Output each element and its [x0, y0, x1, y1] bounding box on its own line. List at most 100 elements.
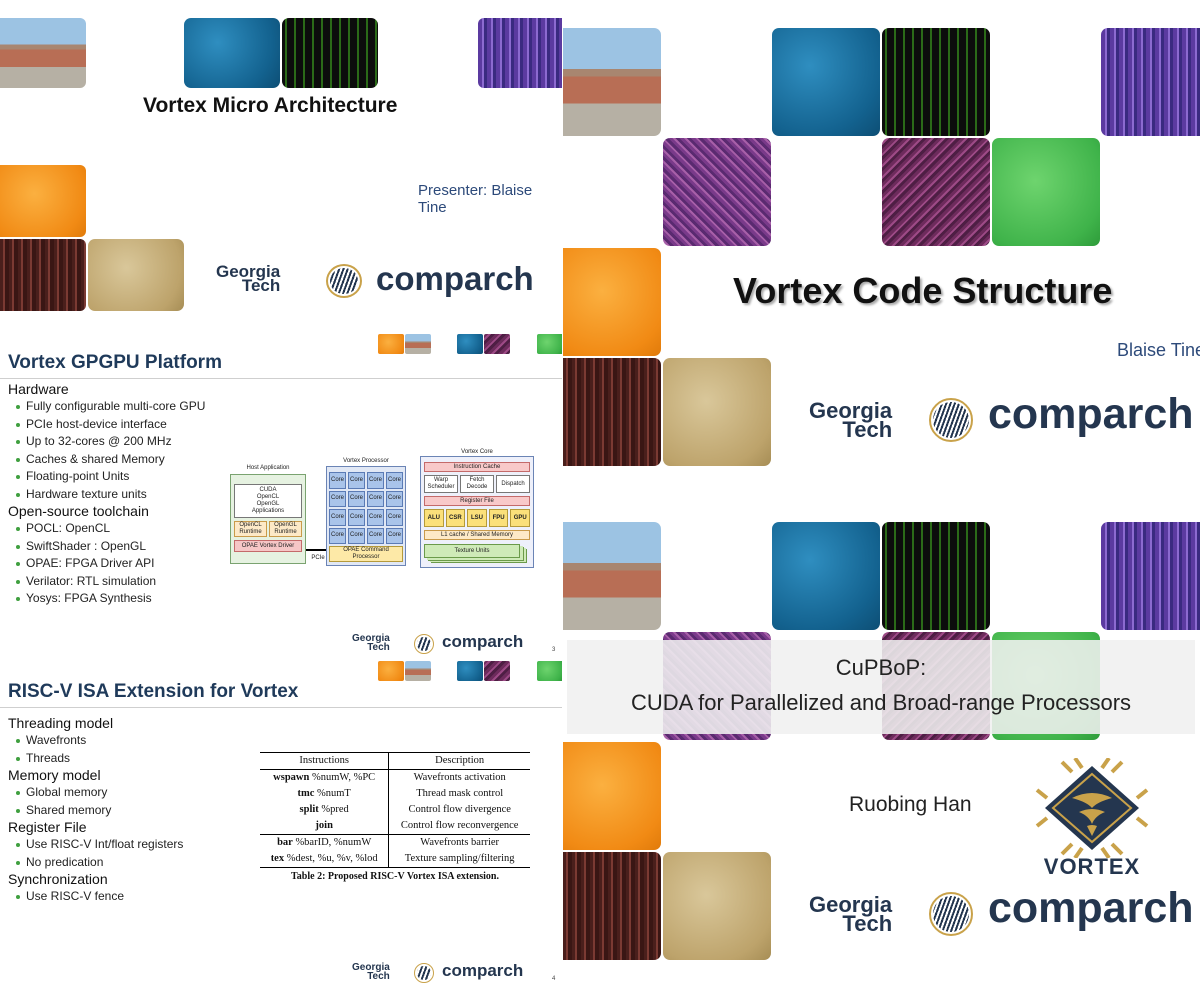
core-box: Core [367, 509, 384, 526]
bullet-item: Hardware texture units [8, 486, 238, 504]
gt-line1: Georgia [809, 398, 893, 423]
title-line1: CuPBoP: [835, 655, 927, 680]
core-box: Core [367, 490, 384, 507]
green-tile [992, 138, 1100, 246]
mini-blue-tile [457, 661, 483, 681]
georgia-tech-logo: Georgia Tech [809, 398, 893, 440]
section-heading: Open-source toolchain [8, 503, 149, 519]
comparch-logo: comparch [988, 390, 1194, 438]
campus-photo-tile [563, 28, 661, 136]
purple-die-tile [1101, 522, 1200, 630]
core-box: Core [386, 490, 403, 507]
core-box: Core [348, 472, 365, 489]
vortex-wordmark: VORTEX [1043, 854, 1141, 879]
blue-tile [772, 28, 880, 136]
mini-blue-tile [457, 334, 483, 354]
description-cell: Thread mask control [416, 788, 504, 799]
texture-units-box: Texture Units [424, 544, 520, 558]
mini-magenta-tile [484, 334, 510, 354]
georgia-tech-logo: Georgia Tech [352, 633, 390, 652]
mini-magenta-tile [484, 661, 510, 681]
gt-swirl-icon [414, 963, 434, 983]
core-box: Core [348, 527, 365, 544]
chip-die-tile [882, 28, 990, 136]
chip-die-tile [282, 18, 378, 88]
table-header-description: Description [388, 752, 530, 770]
core-box: Core [329, 490, 346, 507]
host-apps-box: CUDA OpenCL OpenGL Applications [234, 484, 302, 518]
description-cell: Wavefronts activation [413, 772, 506, 783]
architecture-diagram: Host Application CUDA OpenCL OpenGL Appl… [228, 449, 538, 576]
bullet-item: Up to 32-cores @ 200 MHz [8, 433, 238, 451]
page-number: 3 [552, 647, 556, 653]
gt-swirl-icon [929, 892, 973, 936]
opcode: split [299, 804, 319, 815]
comparch-logo: comparch [988, 884, 1194, 932]
unit-lsu-box: LSU [467, 509, 487, 527]
title-line2: CUDA for Parallelized and Broad-range Pr… [630, 690, 1132, 715]
orange-tile [563, 248, 661, 356]
gold-tile [663, 852, 771, 960]
instruction-cell: bar %barID, %numW [260, 834, 390, 851]
slide-cupbop: CuPBoP: CUDA for Parallelized and Broad-… [563, 508, 1200, 986]
core-box: Core [386, 472, 403, 489]
description-cell: Control flow divergence [408, 804, 511, 815]
unit-fpu-box: FPU [488, 509, 509, 527]
campus-photo-tile [0, 18, 86, 88]
orange-tile [563, 742, 661, 850]
core-box: Core [367, 472, 384, 489]
instruction-cell: join [260, 818, 390, 835]
mini-orange-tile [378, 334, 404, 354]
core-box: Core [329, 472, 346, 489]
gt-line1: Georgia [216, 262, 281, 281]
gt-swirl-icon [326, 264, 362, 298]
instruction-cell: tmc %numT [260, 786, 390, 802]
gt-line2: Tech [842, 910, 893, 936]
purple-die-tile [1101, 28, 1200, 136]
core-box: Core [386, 509, 403, 526]
maroon-die-tile [0, 239, 86, 311]
warp-scheduler-box: Warp Scheduler [424, 475, 458, 493]
bullet-item: Caches & shared Memory [8, 451, 238, 469]
comparch-logo: comparch [442, 961, 524, 980]
core-box: Core [348, 490, 365, 507]
gt-line2: Tech [241, 276, 281, 296]
pcie-arrow [306, 549, 328, 551]
core-box: Core [386, 527, 403, 544]
vortex-logo: VORTEX [1017, 756, 1167, 883]
operands: %dest, %u, %v, %lod [284, 853, 378, 864]
section-heading: Memory model [8, 767, 101, 783]
core-box: Core [329, 527, 346, 544]
gt-swirl-icon [929, 398, 973, 442]
core-box: Core [329, 509, 346, 526]
gt-line1: Georgia [809, 892, 893, 917]
slide-vortex-code-structure: Vortex Code Structure Blaise Tine Georgi… [563, 0, 1200, 470]
vortex-chip-icon [1035, 756, 1149, 860]
table-row: wspawn %numW, %PC Wavefronts activation [260, 769, 530, 786]
bullet-item: Threads [8, 750, 248, 768]
chip-die-tile [882, 522, 990, 630]
bullet-item: Shared memory [8, 802, 248, 820]
core-box: Core [367, 527, 384, 544]
maroon-die-tile [563, 358, 661, 466]
operands: %numT [314, 788, 351, 799]
dispatch-box: Dispatch [496, 475, 530, 493]
instruction-cell: wspawn %numW, %PC [260, 769, 390, 786]
vortex-driver-box: OPAE Vortex Driver [234, 540, 302, 552]
blue-tile [184, 18, 280, 88]
mini-photo-tile [405, 334, 431, 354]
presenter-label: Blaise Tine [1117, 340, 1200, 360]
opcode: wspawn [273, 772, 310, 783]
gt-line1: Georgia [352, 633, 390, 644]
isa-extension-table: Instructions Description wspawn %numW, %… [260, 752, 530, 882]
bullet-item: Fully configurable multi-core GPU [8, 398, 238, 416]
l1-cache-box: L1 cache / Shared Memory [424, 530, 530, 540]
gt-swirl-icon [414, 634, 434, 654]
gold-tile [663, 358, 771, 466]
